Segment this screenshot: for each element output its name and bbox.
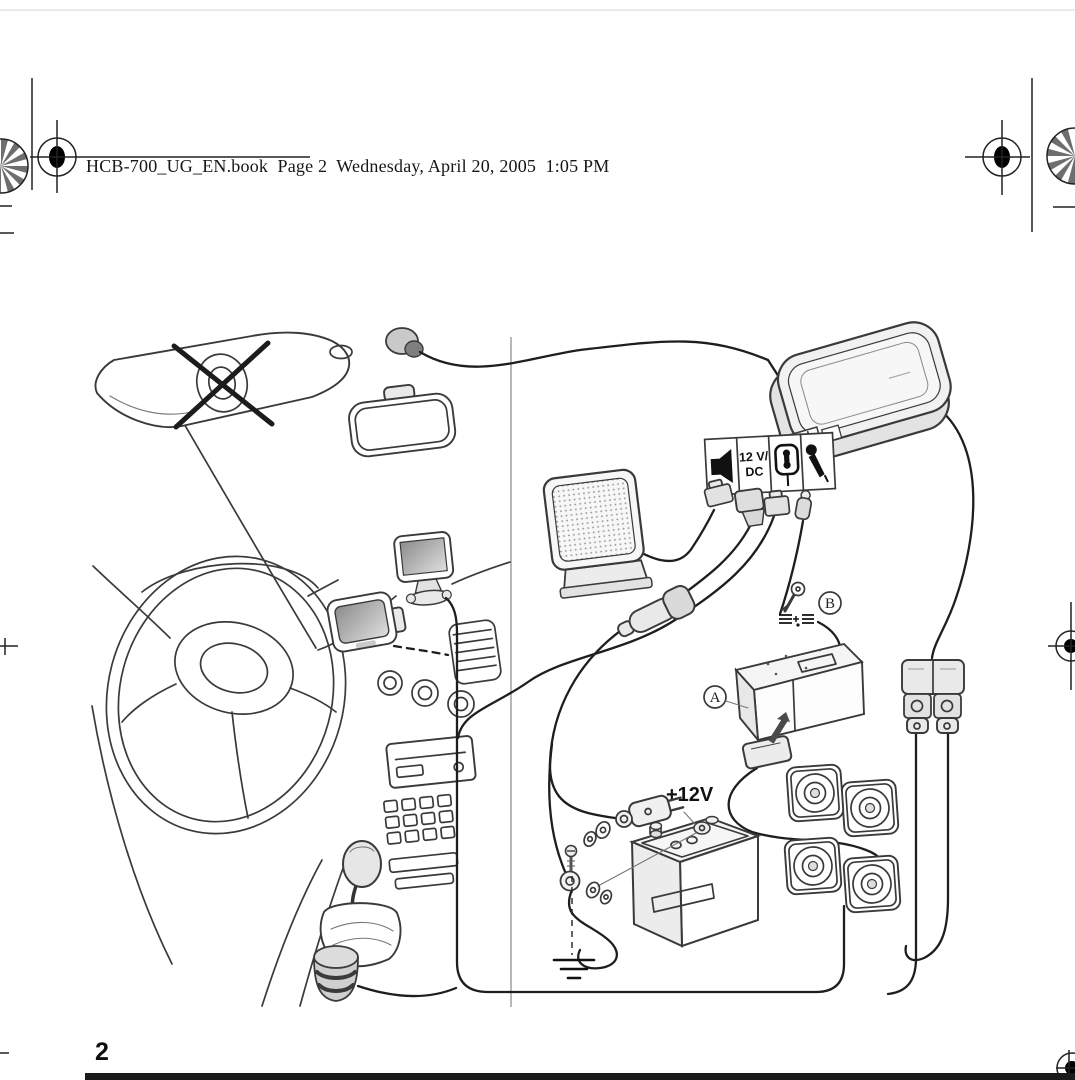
steering-wheel	[105, 555, 347, 835]
column-stalk	[307, 579, 339, 597]
pinwheel-target-left	[0, 138, 29, 194]
registration-mark-mid-right	[1048, 602, 1075, 690]
speaker-bottom-right	[842, 854, 902, 914]
battery-terminal-clamp	[693, 815, 719, 835]
cradle-cable-dashed	[392, 644, 450, 657]
handset-plug	[763, 489, 791, 517]
x-mark	[171, 340, 275, 430]
speaker-bottom-left	[783, 836, 843, 896]
handset-cable	[456, 514, 776, 740]
callout-b-label: B	[825, 596, 835, 612]
crossed-out-mic-position	[171, 340, 275, 430]
scan-bottom-bar	[85, 1073, 1075, 1080]
callout-a-label: A	[710, 690, 721, 706]
page-top-rule	[0, 9, 1075, 11]
callout-b-circle	[818, 591, 842, 615]
ignition-key-splice: B	[779, 581, 842, 627]
car-stereo: A	[703, 642, 865, 770]
speaker-cable	[638, 508, 716, 563]
power-cable-upper	[676, 524, 752, 600]
inline-fuse-holder	[617, 585, 696, 638]
power-plug	[628, 794, 685, 828]
print-registration-marks	[0, 78, 1075, 1080]
button-grid	[383, 793, 456, 845]
door-lower-line	[91, 705, 173, 965]
adapter-cable-right	[904, 731, 950, 962]
air-vent	[448, 619, 502, 685]
dash-display	[393, 531, 455, 606]
door-line	[92, 565, 171, 639]
climate-knobs	[377, 670, 475, 718]
registration-mark-mid-left	[0, 638, 18, 655]
speaker-top-right	[840, 778, 900, 838]
ignition-wire-in	[778, 519, 805, 616]
accessory-cable	[356, 984, 458, 998]
accessory-plug	[313, 945, 359, 1002]
display-cable	[444, 596, 459, 636]
power-cable-lower	[548, 622, 632, 820]
sun-visor	[94, 331, 353, 428]
speaker-top-left	[785, 763, 845, 823]
ground-symbol	[552, 876, 596, 980]
battery-voltage-label: +12V	[666, 784, 714, 806]
wire-splice-symbol	[779, 614, 814, 627]
connector-arrow	[768, 716, 789, 744]
rear-view-mirror	[348, 383, 457, 458]
battery-post	[649, 821, 663, 839]
power-plug-connector	[734, 487, 765, 528]
power-port-label-line1: 12 V/	[739, 449, 769, 465]
external-speaker	[542, 468, 653, 599]
handsfree-control-unit	[769, 321, 952, 464]
phone-cradle	[326, 591, 407, 653]
ground-strap	[567, 888, 618, 970]
adapter-cable-left	[886, 731, 918, 996]
speaker-plug	[703, 478, 734, 508]
connector-plugs	[703, 478, 813, 528]
registration-mark-top-right	[965, 120, 1030, 195]
power-port-label-line2: DC	[745, 464, 764, 479]
ground-screw	[564, 844, 578, 871]
stereo-mute-connector	[741, 735, 793, 770]
unit-to-adapter-cable	[930, 406, 975, 660]
phone-handset-icon	[774, 443, 800, 487]
registration-mark-bottom-right	[1056, 1050, 1075, 1080]
iso-adapter-connectors	[901, 659, 965, 734]
pinwheel-target-right	[1047, 128, 1075, 184]
main-cable-loop	[455, 632, 846, 994]
instrument-hood	[141, 562, 319, 593]
ring-terminals-and-washers	[559, 810, 633, 905]
car-speakers	[783, 763, 902, 914]
ground-cable	[548, 742, 570, 879]
assembly-leader-lines	[597, 811, 697, 887]
microphone-cable	[418, 340, 788, 390]
microphone-icon	[805, 444, 829, 483]
registration-mark-top-left	[30, 120, 310, 193]
page-number: 2	[95, 1038, 109, 1066]
edge-tick-left	[0, 205, 14, 234]
callout-a-circle	[703, 685, 727, 709]
console-slots	[388, 851, 459, 890]
mic-jack-plug	[794, 489, 813, 521]
car-radio-face	[385, 735, 477, 789]
key-icon	[781, 581, 806, 613]
dashboard-center-console	[377, 619, 502, 890]
car-battery: +12V	[597, 784, 761, 948]
document-header-text: HCB-700_UG_EN.book Page 2 Wednesday, Apr…	[86, 156, 610, 176]
microphone	[385, 327, 424, 358]
speaker-icon	[710, 449, 733, 483]
